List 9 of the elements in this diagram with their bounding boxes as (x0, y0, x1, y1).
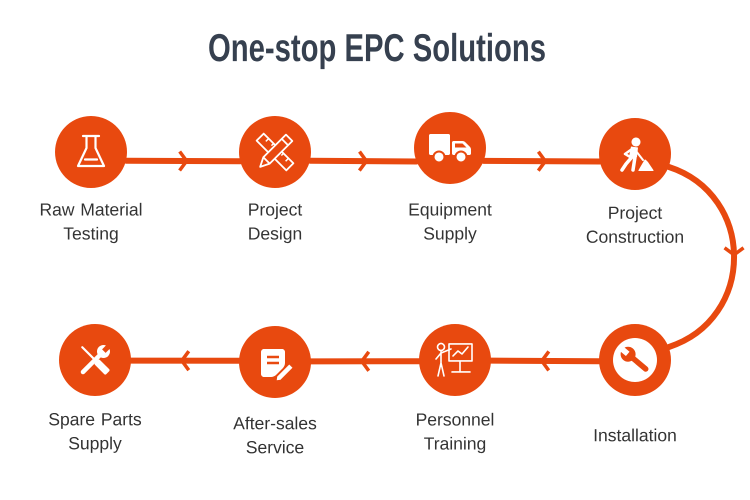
title: One-stop EPC Solutions (209, 32, 545, 70)
step-label: Installation (594, 428, 676, 442)
step-label: Raw Material Testing (40, 202, 142, 244)
step-label: Project Construction (586, 206, 683, 243)
step-label: Spare Parts Supply (49, 413, 142, 453)
step-label: Project Design (249, 202, 302, 244)
step-label: After-sales Service (233, 416, 316, 454)
step-label: Equipment Supply (410, 202, 492, 244)
step-label: Personnel Training (417, 412, 494, 454)
